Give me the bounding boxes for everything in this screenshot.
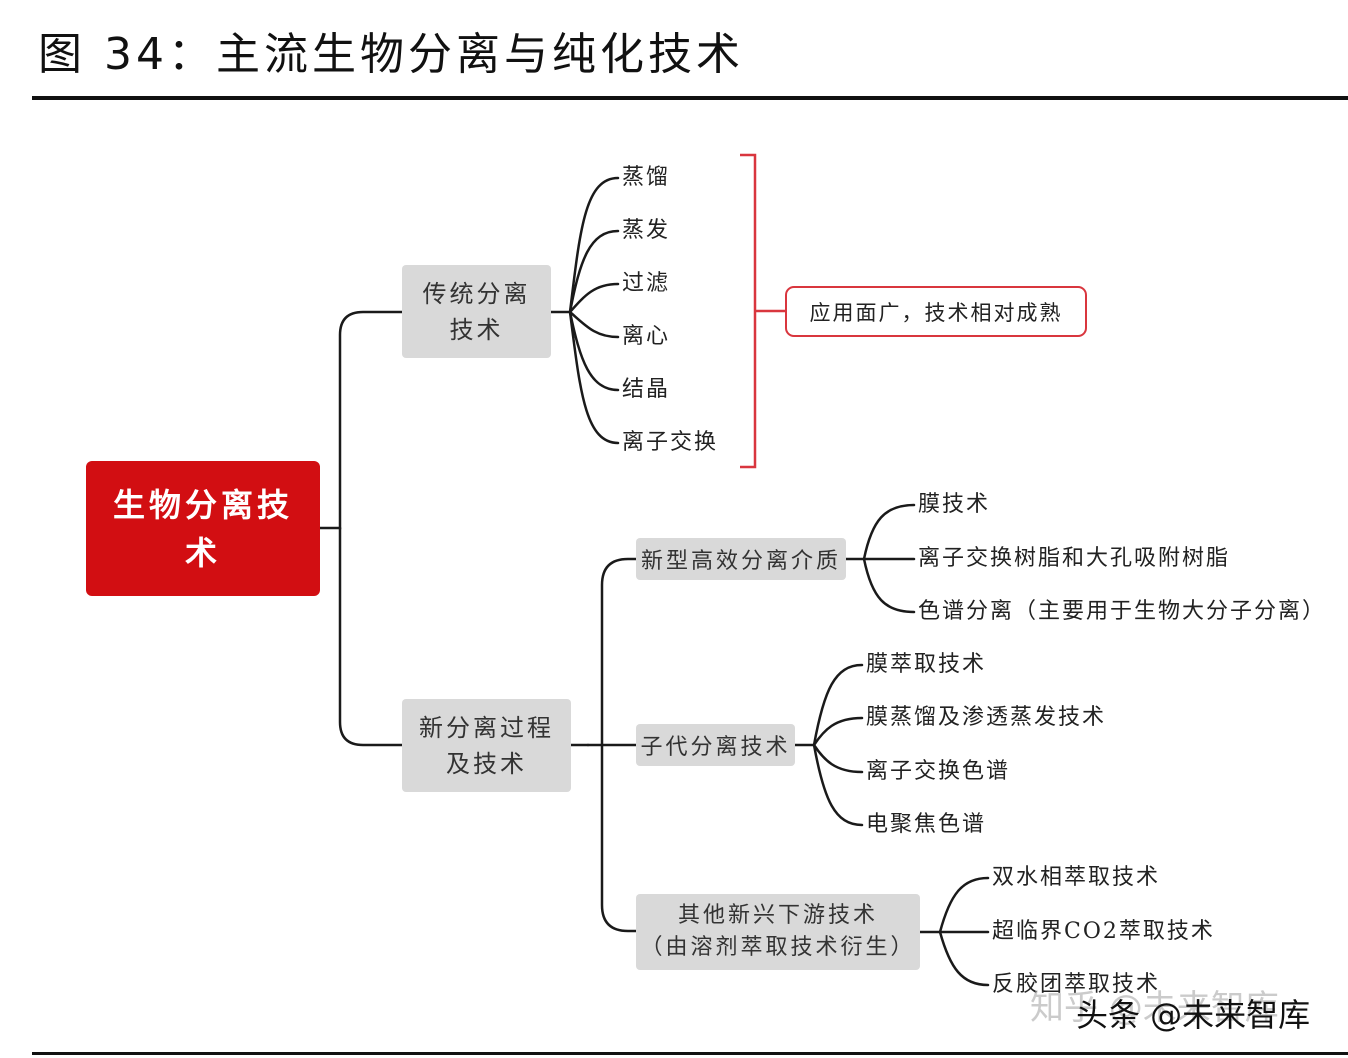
media-item-1: 膜技术: [918, 492, 991, 517]
sub-item-2: 膜蒸馏及渗透蒸发技术: [866, 705, 1107, 730]
trad-item-6: 离子交换: [622, 430, 719, 455]
maturity-callout: 应用面广，技术相对成熟: [785, 286, 1087, 337]
edge-g2-1: [812, 663, 864, 747]
group-other-line1: 其他新兴下游技术: [677, 903, 878, 928]
edge-g3-1: [938, 876, 990, 934]
edge-trad-1: [568, 176, 620, 314]
edge-g2-4: [812, 743, 864, 827]
edge-g2-3: [812, 743, 864, 774]
watermark-solid: 头条 @未来智库: [1076, 996, 1311, 1034]
trad-item-3: 过滤: [622, 271, 671, 296]
edge-g1-1: [862, 503, 916, 561]
edge-new-g1: [586, 557, 638, 747]
edge-root-traditional: [318, 310, 404, 530]
traditional-node: 传统分离技术: [402, 265, 551, 358]
edge-g1-3: [862, 557, 916, 614]
group-node-other: 其他新兴下游技术 （由溶剂萃取技术衍生）: [636, 894, 920, 970]
trad-item-5: 结晶: [622, 377, 671, 402]
trad-item-1: 蒸馏: [622, 165, 671, 190]
media-item-2: 离子交换树脂和大孔吸附树脂: [918, 546, 1231, 571]
sub-item-1: 膜萃取技术: [866, 652, 987, 677]
group-other-line2: （由溶剂萃取技术衍生）: [640, 935, 916, 960]
group-node-media: 新型高效分离介质: [636, 538, 846, 580]
edge-trad-4: [568, 310, 620, 339]
root-node: 生物分离技术: [86, 461, 320, 596]
edge-new-g3: [600, 743, 638, 933]
other-item-3: 反胶团萃取技术: [992, 972, 1161, 997]
trad-item-4: 离心: [622, 324, 671, 349]
new-process-node: 新分离过程及技术: [402, 699, 571, 792]
edge-trad-6: [568, 310, 620, 445]
edge-trad-3: [568, 282, 620, 314]
trad-item-2: 蒸发: [622, 218, 671, 243]
sub-item-3: 离子交换色谱: [866, 759, 1011, 784]
bottom-rule: [32, 1052, 1348, 1055]
edge-g3-3: [938, 930, 990, 987]
group-node-sub: 子代分离技术: [636, 724, 795, 766]
figure-title: 图 34：主流生物分离与纯化技术: [38, 29, 744, 80]
watermark-faint: 知乎 @未来智库: [1030, 988, 1279, 1028]
bracket: [740, 153, 757, 469]
edge-trad-2: [568, 229, 620, 314]
edge-root-new: [338, 526, 404, 747]
other-item-1: 双水相萃取技术: [992, 865, 1161, 890]
sub-item-4: 电聚焦色谱: [866, 812, 987, 837]
edge-trad-5: [568, 310, 620, 392]
title-rule: [32, 96, 1348, 100]
edge-g2-2: [812, 716, 864, 747]
media-item-3: 色谱分离（主要用于生物大分子分离）: [918, 599, 1327, 624]
other-item-2: 超临界CO2萃取技术: [992, 919, 1215, 944]
